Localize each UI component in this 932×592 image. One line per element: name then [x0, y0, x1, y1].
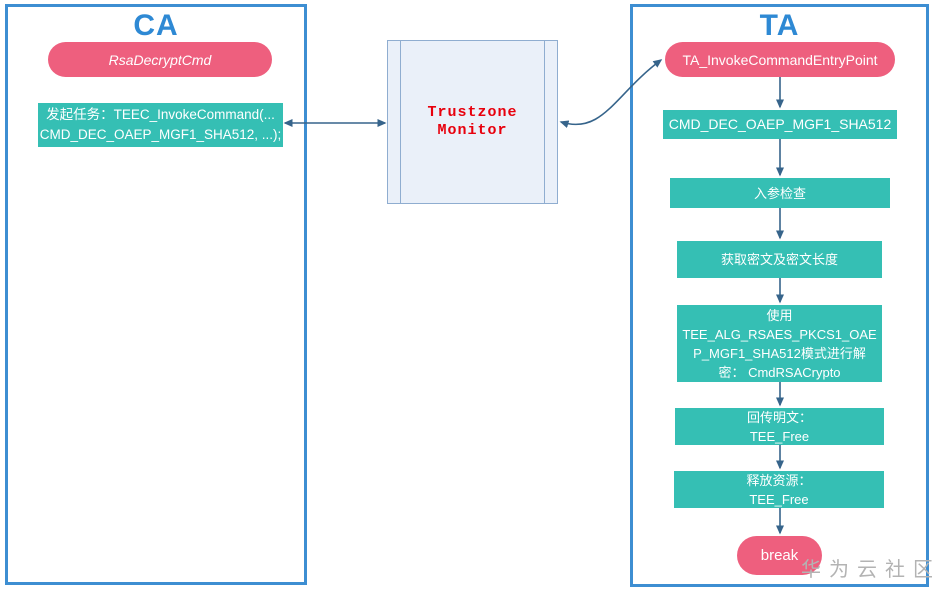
- break-node: break: [737, 536, 822, 575]
- ca-invoke-command-node: 发起任务：TEEC_InvokeCommand(... CMD_DEC_OAEP…: [38, 103, 283, 147]
- ta-invoke-entrypoint-node: TA_InvokeCommandEntryPoint: [665, 42, 895, 77]
- step-rsa-decrypt-node: 使用 TEE_ALG_RSAES_PKCS1_OAE P_MGF1_SHA512…: [677, 305, 882, 382]
- trustzone-monitor-label: Trustzone Monitor: [427, 104, 518, 139]
- step-get-ciphertext-node: 获取密文及密文长度: [677, 241, 882, 278]
- monitor-left-rail: [400, 41, 401, 203]
- step-param-check-node: 入参检查: [670, 178, 890, 208]
- step-cmd-dec-oaep-node: CMD_DEC_OAEP_MGF1_SHA512: [663, 110, 897, 139]
- step-return-plaintext-node: 回传明文： TEE_Free: [675, 408, 884, 445]
- step-free-resources-node: 释放资源： TEE_Free: [674, 471, 884, 508]
- trustzone-monitor-node: Trustzone Monitor: [387, 40, 558, 204]
- huawei-cloud-watermark: 华为云社区: [801, 559, 932, 581]
- ta-panel-title: TA: [759, 9, 800, 42]
- rsa-decrypt-cmd-node: RsaDecryptCmd: [48, 42, 272, 77]
- monitor-right-rail: [544, 41, 545, 203]
- ca-panel-title: CA: [133, 9, 179, 42]
- ca-panel: CA: [5, 4, 307, 585]
